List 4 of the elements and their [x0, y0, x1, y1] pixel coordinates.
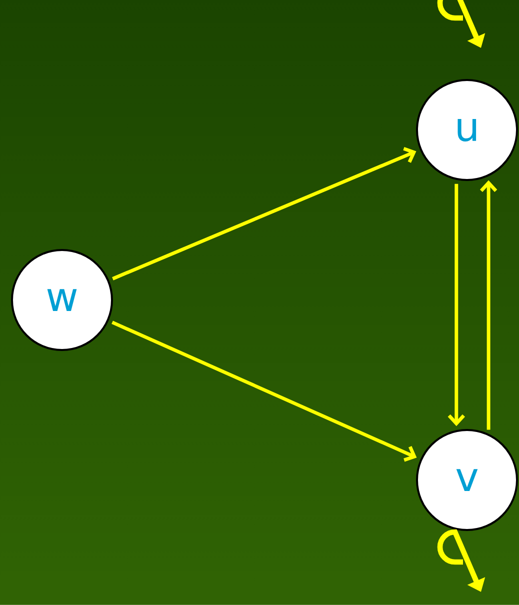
arrow	[480, 180, 498, 430]
arrow	[448, 184, 465, 426]
arrow	[112, 146, 416, 280]
arrow	[112, 320, 417, 462]
